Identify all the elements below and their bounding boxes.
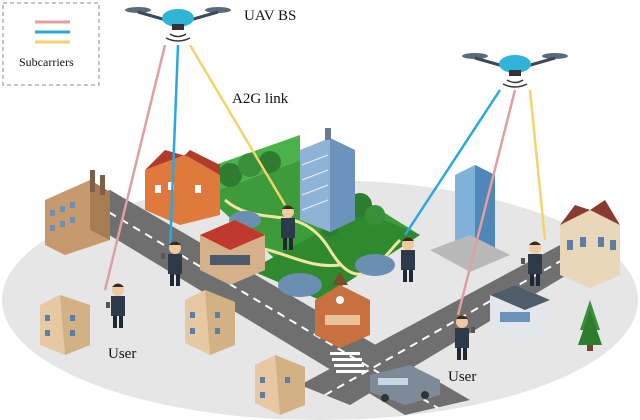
legend: Subcarriers [2,2,100,86]
person-icon [401,237,415,282]
store-building [490,285,550,340]
apartment-building [255,355,305,415]
office-tower-building [300,128,355,232]
user-label-left: User [108,346,136,362]
a2g-link-label: A2G link [232,91,289,107]
park-icon [205,135,420,300]
townhouse-building [560,200,620,288]
shop-building [200,220,265,285]
person-icon [161,241,182,286]
factory-building [45,170,110,255]
apartment-building [185,290,235,355]
school-building [315,272,370,348]
apartment-building [40,295,90,355]
person-icon [521,241,542,286]
drone-icon [462,53,568,88]
person-icon [455,315,475,360]
orange-house-building [145,150,220,225]
user-label-right: User [448,369,476,385]
person-icon [281,205,295,250]
tree-icon [578,300,602,351]
drone-icon [125,7,231,42]
glass-tower-building [430,165,510,272]
person-icon [106,283,125,328]
uav-bs-label: UAV BS [244,8,296,24]
legend-title: Subcarriers [19,55,74,69]
a2g-links [103,44,547,316]
bus-icon [370,365,440,405]
